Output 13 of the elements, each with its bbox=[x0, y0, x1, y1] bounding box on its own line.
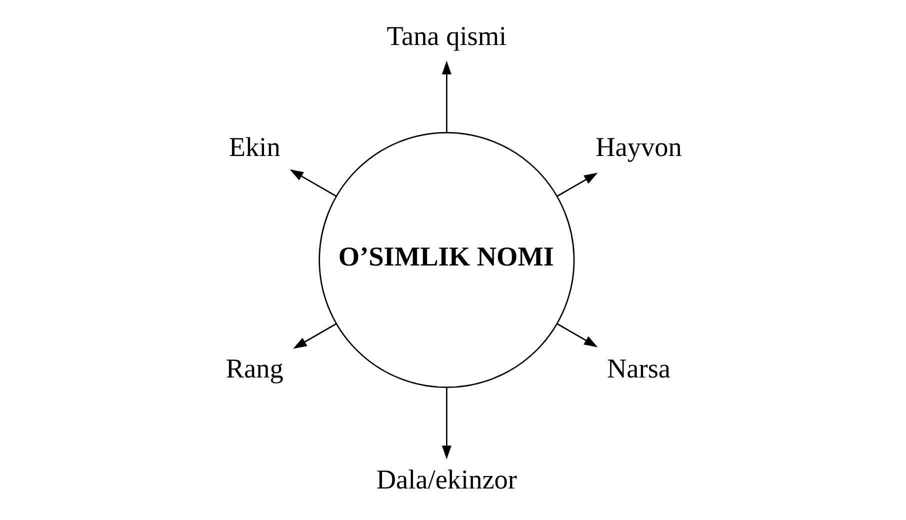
arrow bbox=[441, 388, 451, 460]
node-text: Hayvon bbox=[595, 132, 682, 162]
arrow bbox=[292, 323, 336, 349]
node-circle: O’SIMLIK NOMI bbox=[318, 132, 574, 388]
arrow bbox=[441, 60, 451, 132]
arrow bbox=[556, 323, 598, 348]
node-text: Tana qismi bbox=[386, 21, 506, 52]
node-text: Narsa bbox=[606, 354, 670, 384]
node-text: Rang bbox=[225, 354, 283, 384]
arrow bbox=[556, 172, 598, 197]
node-text: Dala/ekinzor bbox=[376, 464, 517, 495]
arrow bbox=[289, 169, 336, 197]
node-text: Ekin bbox=[228, 132, 280, 162]
